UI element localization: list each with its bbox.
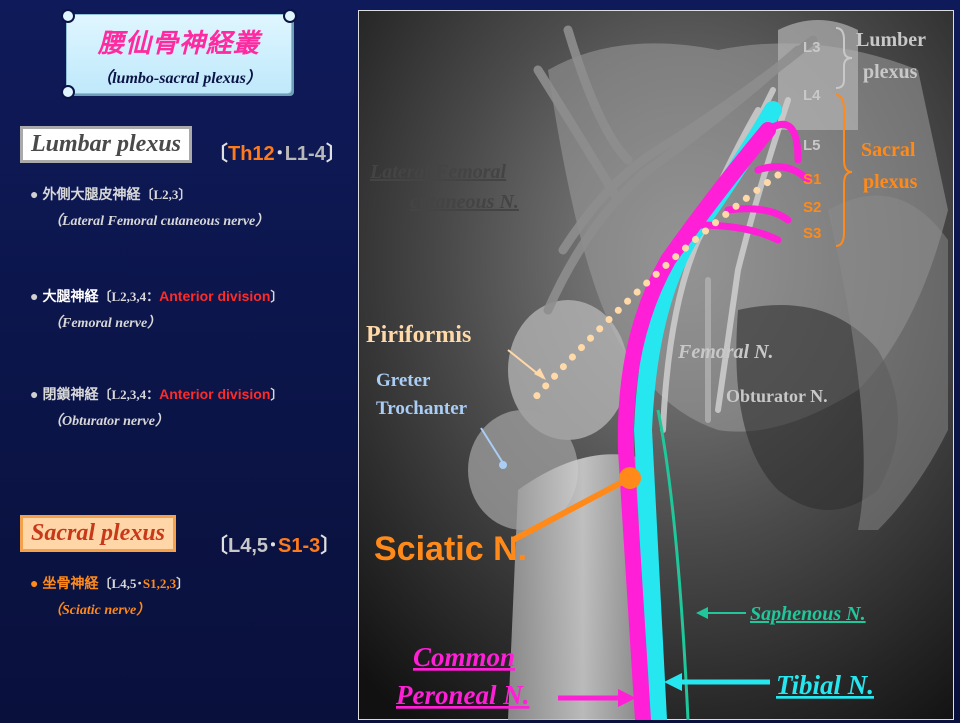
title-japanese: 腰仙骨神経叢	[67, 23, 291, 60]
piriformis-label: Piriformis	[366, 322, 471, 348]
obturator-n-label: Obturator N.	[726, 386, 828, 406]
level-s2: S2	[803, 199, 821, 216]
bullet-icon: ●	[30, 575, 38, 591]
level-s3: S3	[803, 225, 821, 242]
list-item-femoral: ●大腿神経〔L2,3,4：Anterior division〕	[30, 286, 283, 306]
scroll-curl-icon	[61, 85, 75, 99]
greter-label-2: Trochanter	[376, 398, 468, 419]
lumbar-range: 〔Th12･L1-4〕	[208, 137, 346, 166]
title-english: （lumbo-sacral plexus）	[67, 64, 291, 88]
scroll-curl-icon	[283, 9, 297, 23]
vertebra-shape	[778, 20, 858, 130]
lumber-label-2: plexus	[863, 61, 918, 83]
common-peroneal-label-2: Peroneal N.	[395, 680, 529, 710]
lateral-femoral-label-1: Lateral Femoral	[369, 161, 507, 183]
sacral-label-2: plexus	[863, 171, 918, 193]
list-item-obturator: ●閉鎖神経〔L2,3,4：Anterior division〕	[30, 384, 283, 404]
greter-label-1: Greter	[376, 370, 431, 391]
left-panel: 腰仙骨神経叢 （lumbo-sacral plexus） Lumbar plex…	[0, 0, 358, 723]
list-item-sub: （Sciatic nerve）	[48, 599, 150, 619]
list-item-sub: （Femoral nerve）	[48, 312, 161, 332]
list-item-sub: （Lateral Femoral cutaneous nerve）	[48, 210, 269, 230]
level-l5: L5	[803, 137, 821, 154]
lumbar-plexus-heading: Lumbar plexus	[20, 126, 192, 163]
bullet-icon: ●	[30, 186, 38, 202]
level-s1: S1	[803, 171, 821, 188]
trochanter-pointer-dot	[499, 461, 507, 469]
femoral-n-label: Femoral N.	[677, 341, 774, 363]
list-item-lateral-femoral: ●外側大腿皮神経〔L2,3〕	[30, 184, 191, 204]
bullet-icon: ●	[30, 288, 38, 304]
saphenous-n-label: Saphenous N.	[750, 603, 866, 625]
xray-figure: L3 L4 L5 S1 S2 S3 Lumber plexus Sacral p…	[358, 10, 954, 720]
lumber-label-1: Lumber	[856, 29, 926, 51]
sacral-range: 〔L4,5･S1-3〕	[208, 529, 340, 558]
bullet-icon: ●	[30, 386, 38, 402]
sacral-label-1: Sacral	[861, 139, 916, 161]
sciatic-pointer-dot	[619, 467, 641, 489]
common-peroneal-label-1: Common	[413, 642, 515, 672]
list-item-sub: （Obturator nerve）	[48, 410, 169, 430]
level-l3: L3	[803, 39, 821, 56]
list-item-sciatic: ●坐骨神経〔L4,5･S1,2,3〕	[30, 573, 189, 593]
scroll-curl-icon	[61, 9, 75, 23]
sacral-plexus-heading: Sacral plexus	[20, 515, 176, 552]
lateral-femoral-label-2: cutaneous N.	[410, 191, 519, 213]
tibial-n-label: Tibial N.	[776, 670, 874, 700]
level-l4: L4	[803, 87, 821, 104]
title-banner: 腰仙骨神経叢 （lumbo-sacral plexus）	[66, 14, 292, 94]
sciatic-n-label: Sciatic N.	[374, 530, 527, 568]
